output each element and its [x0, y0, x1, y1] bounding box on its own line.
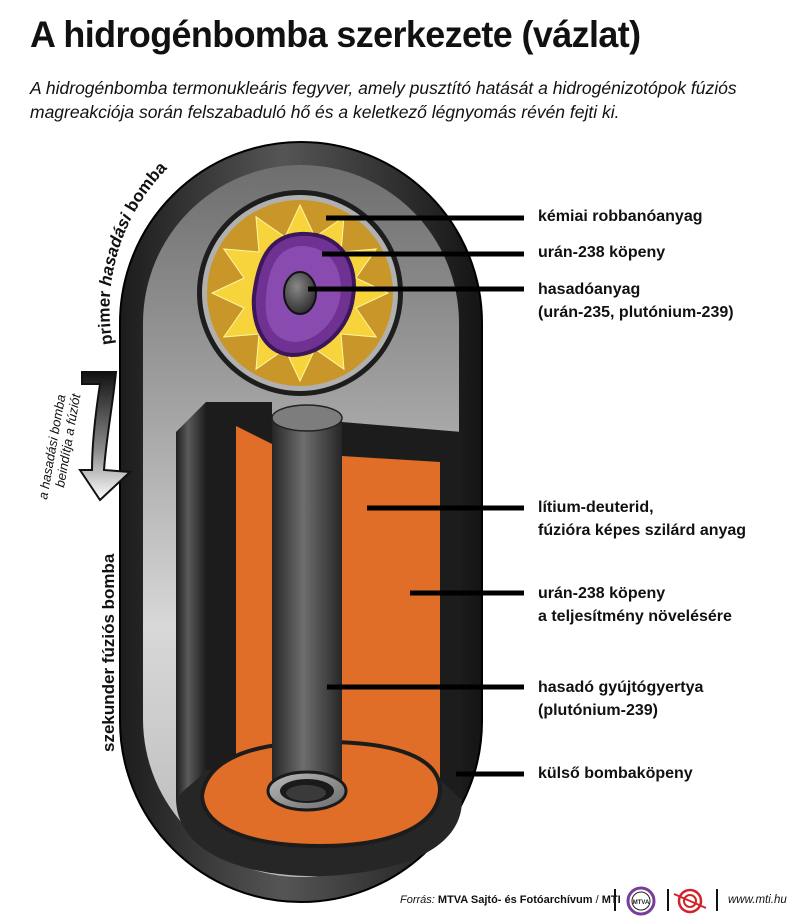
site-url-link[interactable]: www.mti.hu: [728, 894, 787, 906]
callout-chemical-explosive: kémiai robbanóanyag: [538, 205, 703, 228]
source-separator: /: [592, 894, 602, 906]
footer-divider: [716, 889, 718, 911]
mti-logo: [673, 888, 707, 914]
page-subtitle: A hidrogénbomba termonukleáris fegyver, …: [30, 78, 737, 122]
ignition-arrow-icon: [78, 371, 133, 502]
primary-fission-bomb: [197, 190, 403, 396]
callout-line: fúzióra képes szilárd anyag: [538, 522, 747, 539]
primary-label-prefix: primer: [94, 285, 116, 346]
page-title: A hidrogénbomba szerkezete (vázlat): [30, 14, 641, 55]
leader-lines: [308, 215, 524, 777]
callout-line: hasadó gyújtógyertya: [538, 679, 704, 696]
callout-uranium-238-pusher: urán-238 köpeny a teljesítmény növelésér…: [538, 582, 732, 628]
spark-plug-rod: [272, 418, 342, 796]
callout-lithium-deuteride: lítium-deuterid, fúzióra képes szilárd a…: [538, 496, 746, 542]
source-prefix: Forrás:: [400, 894, 435, 906]
source-agency: MTI: [601, 894, 621, 906]
callout-line: a teljesítmény növelésére: [538, 608, 732, 625]
callout-line: (plutónium-239): [538, 702, 658, 719]
callout-outer-casing: külső bombaköpeny: [538, 762, 693, 785]
callout-line: urán-238 köpeny: [538, 585, 666, 602]
callout-spark-plug: hasadó gyújtógyertya (plutónium-239): [538, 676, 703, 722]
source-credit: Forrás: MTVA Sajtó- és Fotóarchívum / MT…: [400, 894, 621, 906]
mtva-logo-text: MTVA: [633, 900, 650, 906]
callout-line: (urán-235, plutónium-239): [538, 304, 734, 321]
fissile-core: [283, 271, 317, 315]
footer-divider: [614, 889, 616, 911]
secondary-fusion-bomb: [176, 402, 462, 877]
callout-line: hasadóanyag: [538, 281, 641, 298]
lithium-deuteride: [236, 426, 272, 800]
callout-uranium-238-tamper: urán-238 köpeny: [538, 241, 665, 264]
uranium-238-pusher: [176, 402, 206, 800]
callout-line: urán-238 köpeny: [538, 244, 666, 261]
callout-line: külső bombaköpeny: [538, 765, 693, 782]
callout-line: kémiai robbanóanyag: [538, 208, 703, 225]
footer-divider: [667, 889, 669, 911]
mtva-logo: MTVA: [626, 886, 656, 916]
secondary-label: szekunder fúziós bomba: [99, 553, 118, 752]
callout-line: lítium-deuterid,: [538, 499, 654, 516]
callout-fissile-material: hasadóanyag (urán-235, plutónium-239): [538, 278, 734, 324]
source-org: MTVA Sajtó- és Fotóarchívum: [437, 894, 593, 906]
